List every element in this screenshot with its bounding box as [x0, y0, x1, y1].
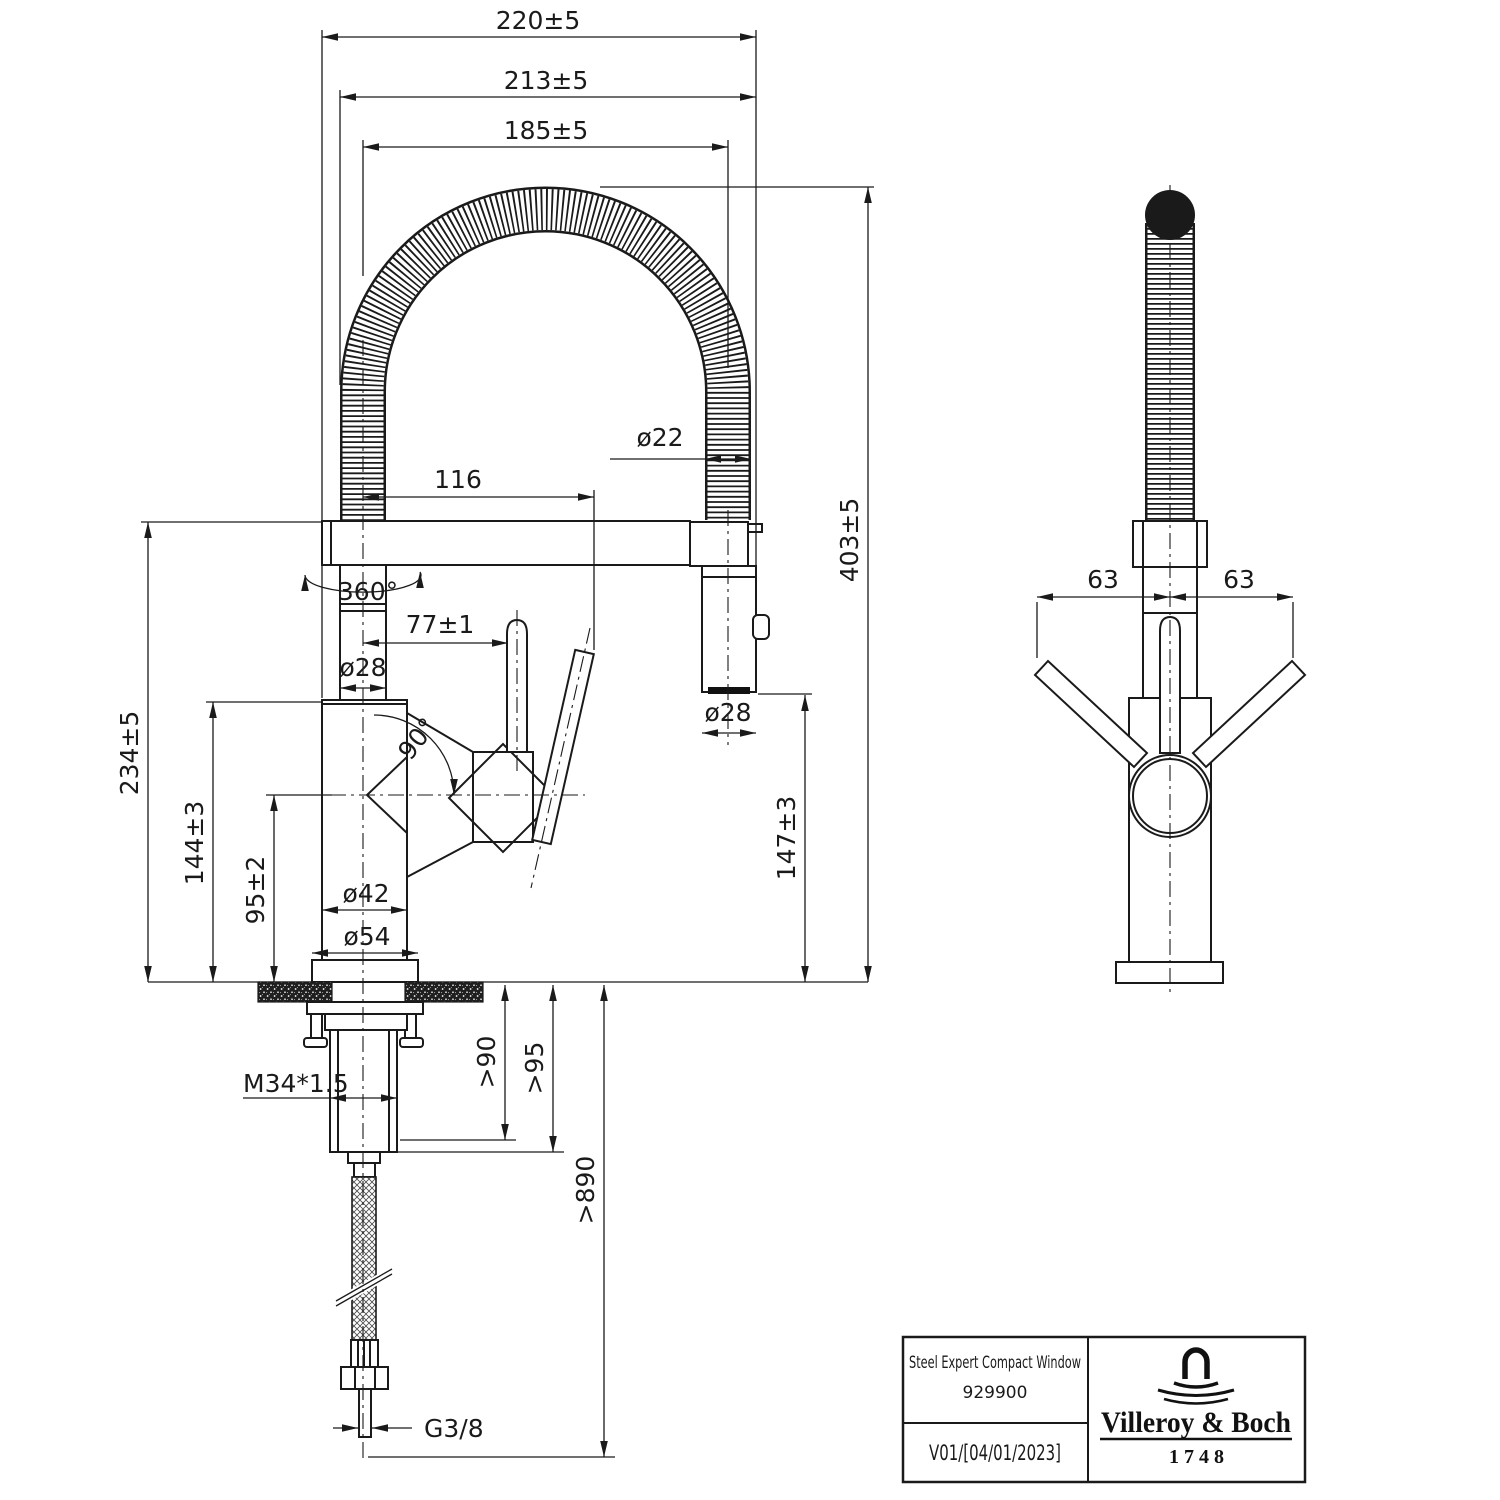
holder-tab [747, 523, 763, 533]
dim-label-spout-height: 234±5 [115, 711, 144, 796]
spring-hose-front [1145, 190, 1195, 521]
connection-tail [358, 1388, 372, 1438]
connection-nut [340, 1366, 389, 1390]
dim-label-overall-height: 403±5 [835, 498, 864, 583]
dim-label-63-right: 63 [1223, 565, 1255, 594]
article-number: 929900 [963, 1383, 1028, 1403]
base-flange [311, 959, 419, 983]
dim-label-hose-dia: ø22 [636, 423, 683, 452]
brand-logo-icon [1157, 1347, 1235, 1405]
faucet-side-view [148, 186, 868, 1462]
dim-label-riser-dia: ø28 [339, 653, 386, 682]
label-swivel-rotation: 360° [338, 577, 398, 606]
dim-label-arch-width: 185±5 [504, 116, 589, 145]
mounting-bracket [324, 1013, 408, 1031]
spray-button [752, 614, 770, 640]
dim-label-base-dia: ø54 [343, 922, 390, 951]
dimensions-side-view: 220±5 213±5 185±5 ø22 116 360° 77±1 ø28 … [115, 6, 874, 1458]
brand-year: 1748 [1169, 1446, 1229, 1468]
dim-label-hose-length: >890 [571, 1156, 600, 1225]
handle-vertical [506, 618, 528, 753]
spray-head [701, 565, 770, 694]
dim-label-handle-offset: 77±1 [406, 610, 475, 639]
supply-hose [335, 1176, 393, 1438]
brand-name: Villeroy & Boch [1101, 1406, 1291, 1439]
title-block: Steel Expert Compact Window 929900 V01/[… [901, 1335, 1307, 1484]
product-name: Steel Expert Compact Window [909, 1353, 1081, 1373]
dim-label-body-dia: ø42 [342, 879, 389, 908]
faucet-body [311, 699, 559, 983]
aerator [708, 687, 750, 694]
dim-label-clearance-shank: >90 [472, 1036, 501, 1089]
dim-label-spray-dia: ø28 [704, 698, 751, 727]
spray-holder [689, 521, 749, 567]
dim-label-outlet-height: 147±3 [772, 796, 801, 881]
centerlines-side [330, 340, 729, 1462]
dim-label-supply-thread: G3/8 [424, 1414, 484, 1443]
collar-nut [1132, 520, 1208, 568]
dim-label-shank-thread: M34*1.5 [243, 1069, 349, 1098]
faucet-front-view: 63 63 [1033, 185, 1307, 995]
dim-label-width-to-spray: 213±5 [504, 66, 589, 95]
dim-label-axis-height: 95±2 [241, 856, 270, 925]
spring-hose-arch [340, 186, 751, 521]
dim-label-spout-reach: 116 [434, 465, 482, 494]
dim-label-body-height: 144±3 [180, 801, 209, 886]
dim-label-clearance-hose: >95 [520, 1042, 549, 1095]
mixer-diamond [447, 742, 559, 854]
dim-label-overall-width: 220±5 [496, 6, 581, 35]
handle-front-left [1033, 659, 1149, 769]
handle-front-right [1191, 659, 1307, 769]
mounting-washer [306, 1001, 424, 1015]
dim-label-63-left: 63 [1087, 565, 1119, 594]
version-date: V01/[04/01/2023] [929, 1441, 1061, 1465]
mixer-cartridge [472, 751, 534, 843]
spout-arm [321, 520, 691, 566]
countertop [148, 981, 868, 1003]
